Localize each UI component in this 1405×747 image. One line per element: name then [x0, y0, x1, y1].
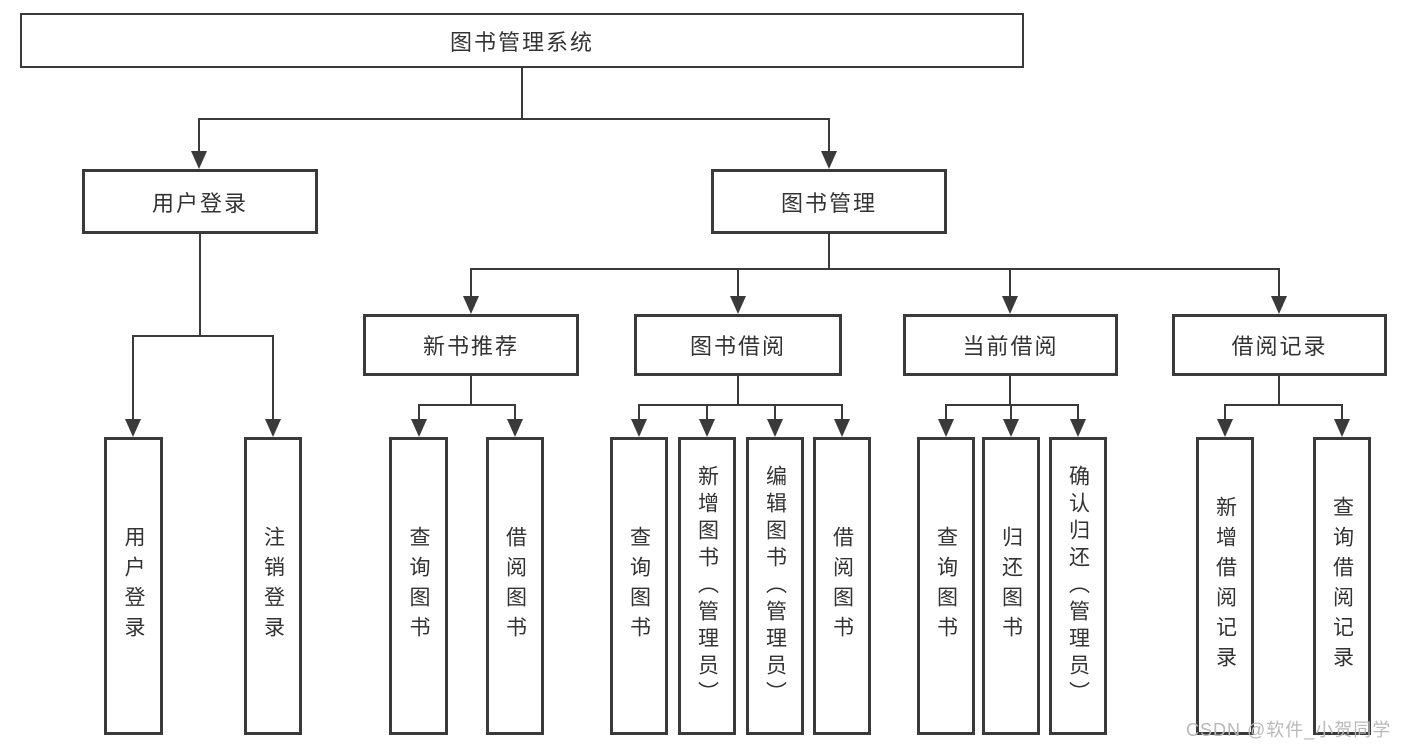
connector-drop-new-book [470, 268, 472, 298]
connector-drop-bb-query [638, 404, 640, 420]
node-user-login: 用户登录 [82, 169, 318, 234]
connector-drop-bb-add [706, 404, 708, 420]
connector-drop-cb-return [1010, 404, 1012, 420]
node-library-system: 图书管理系统 [20, 13, 1024, 68]
leaf-nbr-borrow-books: 借阅图书 [486, 437, 544, 735]
leaf-br-add-record: 新增借阅记录 [1196, 437, 1254, 735]
arrowhead-cb-return [1003, 419, 1019, 437]
csdn-watermark: CSDN @软件_小贺同学 [1186, 720, 1392, 740]
arrowhead-borrowing-records [1271, 296, 1287, 314]
node-borrowing-records: 借阅记录 [1172, 314, 1387, 376]
arrowhead-bb-edit [767, 419, 783, 437]
connector-drop-nbr-query [418, 404, 420, 420]
connector-userlogin-stem [199, 234, 201, 336]
connector-drop-borrowing-records [1278, 268, 1280, 298]
leaf-cb-return-books: 归还图书 [982, 437, 1040, 735]
connector-root-stem [521, 68, 523, 119]
arrowhead-cb-query [938, 419, 954, 437]
connector-drop-user-login [198, 118, 200, 152]
connector-drop-br-query [1341, 404, 1343, 420]
arrowhead-nbr-query [411, 419, 427, 437]
connector-bookmgmt-branch [470, 268, 1280, 270]
arrowhead-bb-query [631, 419, 647, 437]
connector-drop-bb-borrow [841, 404, 843, 420]
connector-bb-branch [638, 404, 843, 406]
connector-drop-login [132, 335, 134, 420]
connector-cb-stem [1009, 376, 1011, 406]
arrowhead-nbr-borrow [507, 419, 523, 437]
connector-drop-book-management [828, 118, 830, 152]
arrowhead-logout [265, 419, 281, 437]
node-book-borrowing: 图书借阅 [634, 314, 842, 376]
connector-bookmgmt-stem [828, 234, 830, 270]
leaf-user-login: 用户登录 [104, 437, 163, 735]
leaf-logout: 注销登录 [244, 437, 302, 735]
connector-drop-bb-edit [774, 404, 776, 420]
arrowhead-book-management [821, 151, 837, 169]
connector-nbr-stem [470, 376, 472, 406]
node-current-borrowing: 当前借阅 [903, 314, 1118, 376]
leaf-nbr-query-books: 查询图书 [389, 437, 448, 735]
arrowhead-book-borrowing [730, 296, 746, 314]
connector-cb-branch [945, 404, 1079, 406]
arrowhead-user-login [191, 151, 207, 169]
arrowhead-br-query [1334, 419, 1350, 437]
arrowhead-bb-add [699, 419, 715, 437]
connector-br-branch [1224, 404, 1343, 406]
connector-drop-book-borrowing [737, 268, 739, 298]
connector-drop-logout [272, 335, 274, 420]
node-new-book-recommend: 新书推荐 [363, 314, 579, 376]
arrowhead-cb-confirm [1070, 419, 1086, 437]
connector-bb-stem [737, 376, 739, 406]
connector-root-branch [198, 118, 830, 120]
leaf-br-query-record: 查询借阅记录 [1313, 437, 1371, 735]
connector-drop-cb-query [945, 404, 947, 420]
leaf-bb-query-books: 查询图书 [610, 437, 668, 735]
leaf-bb-borrow-books: 借阅图书 [813, 437, 871, 735]
connector-drop-current-borrowing [1009, 268, 1011, 298]
arrowhead-login [125, 419, 141, 437]
connector-drop-br-add [1224, 404, 1226, 420]
node-book-management: 图书管理 [711, 169, 947, 234]
leaf-bb-add-books-admin: 新增图书（管理员） [678, 437, 736, 735]
arrowhead-br-add [1217, 419, 1233, 437]
connector-drop-nbr-borrow [514, 404, 516, 420]
connector-nbr-branch [418, 404, 516, 406]
arrowhead-bb-borrow [834, 419, 850, 437]
connector-br-stem [1278, 376, 1280, 406]
leaf-cb-query-books: 查询图书 [917, 437, 975, 735]
leaf-bb-edit-books-admin: 编辑图书（管理员） [746, 437, 804, 735]
arrowhead-current-borrowing [1002, 296, 1018, 314]
leaf-cb-confirm-return-admin: 确认归还（管理员） [1049, 437, 1107, 735]
arrowhead-new-book [463, 296, 479, 314]
connector-drop-cb-confirm [1077, 404, 1079, 420]
connector-userlogin-branch [132, 335, 274, 337]
